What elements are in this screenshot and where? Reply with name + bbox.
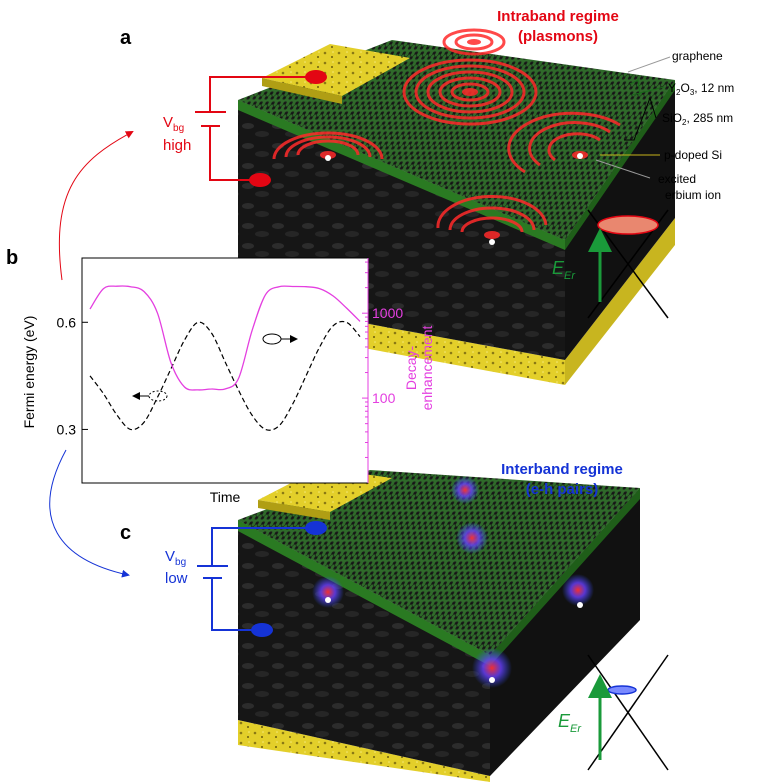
- eh-pair: [312, 576, 344, 608]
- silicon-block-front-bottom: [238, 520, 490, 776]
- silicon-block-right-bottom: [490, 488, 640, 776]
- plasmon-rings: [272, 28, 621, 239]
- panel-label-c: c: [120, 522, 131, 544]
- electrode-contact-top: [305, 70, 327, 84]
- electrode-contact-top: [305, 521, 327, 535]
- energy-label-top: EEr: [552, 258, 576, 282]
- chart-xlabel: Time: [210, 489, 241, 505]
- vbg-label-top: Vbg: [163, 114, 184, 134]
- eh-pair: [562, 574, 594, 606]
- graphene-surface-bottom: [238, 470, 640, 655]
- band-diagram-top: [587, 209, 669, 319]
- vbg-label-bottom: Vbg: [165, 548, 186, 568]
- chart-panel-b: 0.6 0.3 1000 100: [57, 257, 403, 484]
- plasmon-top: [442, 28, 506, 56]
- arrow-to-panel-c: [49, 449, 130, 578]
- vbg-level-bottom: low: [165, 570, 188, 587]
- fermi-surface-bottom: [607, 685, 637, 695]
- erbium-ion: [325, 155, 331, 161]
- fermi-surface-top: [597, 215, 659, 235]
- erbium-ion: [489, 677, 495, 683]
- plasmon-left: [272, 131, 384, 160]
- plasmon-right: [507, 111, 621, 174]
- left-tick-label: 0.3: [57, 421, 77, 437]
- chart-ylabel-right-1: Decay-: [403, 345, 419, 390]
- panel-label-a: a: [120, 27, 132, 49]
- oxide-edge-front-bottom: [238, 520, 490, 666]
- gold-substrate-bottom: [238, 720, 490, 782]
- electrode-contact-bottom: [249, 173, 271, 187]
- circuit-top: [195, 76, 316, 181]
- device-bottom: [238, 468, 640, 782]
- regime-subtitle-top: (plasmons): [518, 28, 598, 45]
- layer-leaders: [595, 56, 671, 179]
- band-diagram-bottom: [587, 654, 669, 771]
- regime-title-bottom: Interband regime: [501, 461, 623, 478]
- circuit-bottom: [197, 527, 316, 631]
- layer-label-ion-2: erbium ion: [665, 188, 721, 202]
- erbium-ion: [325, 597, 331, 603]
- layer-label-si: p-doped Si: [664, 148, 722, 162]
- right-tick-label: 1000: [372, 305, 403, 321]
- gold-electrode-edge-top: [262, 78, 342, 104]
- chart-ticks: 0.6 0.3 1000 100: [57, 261, 403, 458]
- plasmon-bottom: [436, 195, 548, 239]
- right-tick-label: 100: [372, 390, 396, 406]
- gold-electrode-top: [262, 44, 410, 96]
- series-decay-enhancement: [89, 285, 361, 391]
- vbg-level-top: high: [163, 137, 191, 154]
- eh-pair: [456, 522, 488, 554]
- right-axis-indicator: [262, 333, 298, 345]
- device-top: [238, 28, 675, 385]
- erbium-ion: [489, 239, 495, 245]
- chart-ylabel-left: Fermi energy (eV): [21, 316, 37, 429]
- gold-substrate-right-top: [565, 218, 675, 385]
- plasmon-center: [402, 58, 538, 126]
- left-axis-indicator: [132, 390, 168, 402]
- electrode-contact-bottom: [251, 623, 273, 637]
- arrow-to-panel-a: [58, 131, 134, 281]
- erbium-ion: [577, 602, 583, 608]
- oxide-edge-right-top: [565, 80, 675, 250]
- eh-pair: [451, 476, 479, 504]
- layer-label-y2o3: Y2O3, 12 nm: [668, 81, 734, 97]
- layer-label-graphene: graphene: [672, 49, 723, 63]
- layer-label-ion-1: excited: [658, 172, 696, 186]
- regime-subtitle-bottom: (e-h pairs): [526, 481, 599, 498]
- chart-ylabel-right-2: enhancement: [419, 325, 435, 410]
- layer-label-sio2: SiO2, 285 nm: [662, 111, 733, 127]
- panel-label-b: b: [6, 247, 18, 269]
- erbium-ion: [577, 153, 583, 159]
- oxide-edge-right-bottom: [490, 488, 640, 666]
- left-tick-label: 0.6: [57, 314, 77, 330]
- energy-label-bottom: EEr: [558, 711, 582, 735]
- regime-title-top: Intraband regime: [497, 8, 619, 25]
- eh-pair: [472, 648, 512, 688]
- gold-electrode-edge-bottom: [258, 500, 330, 520]
- chart-frame: [81, 257, 369, 484]
